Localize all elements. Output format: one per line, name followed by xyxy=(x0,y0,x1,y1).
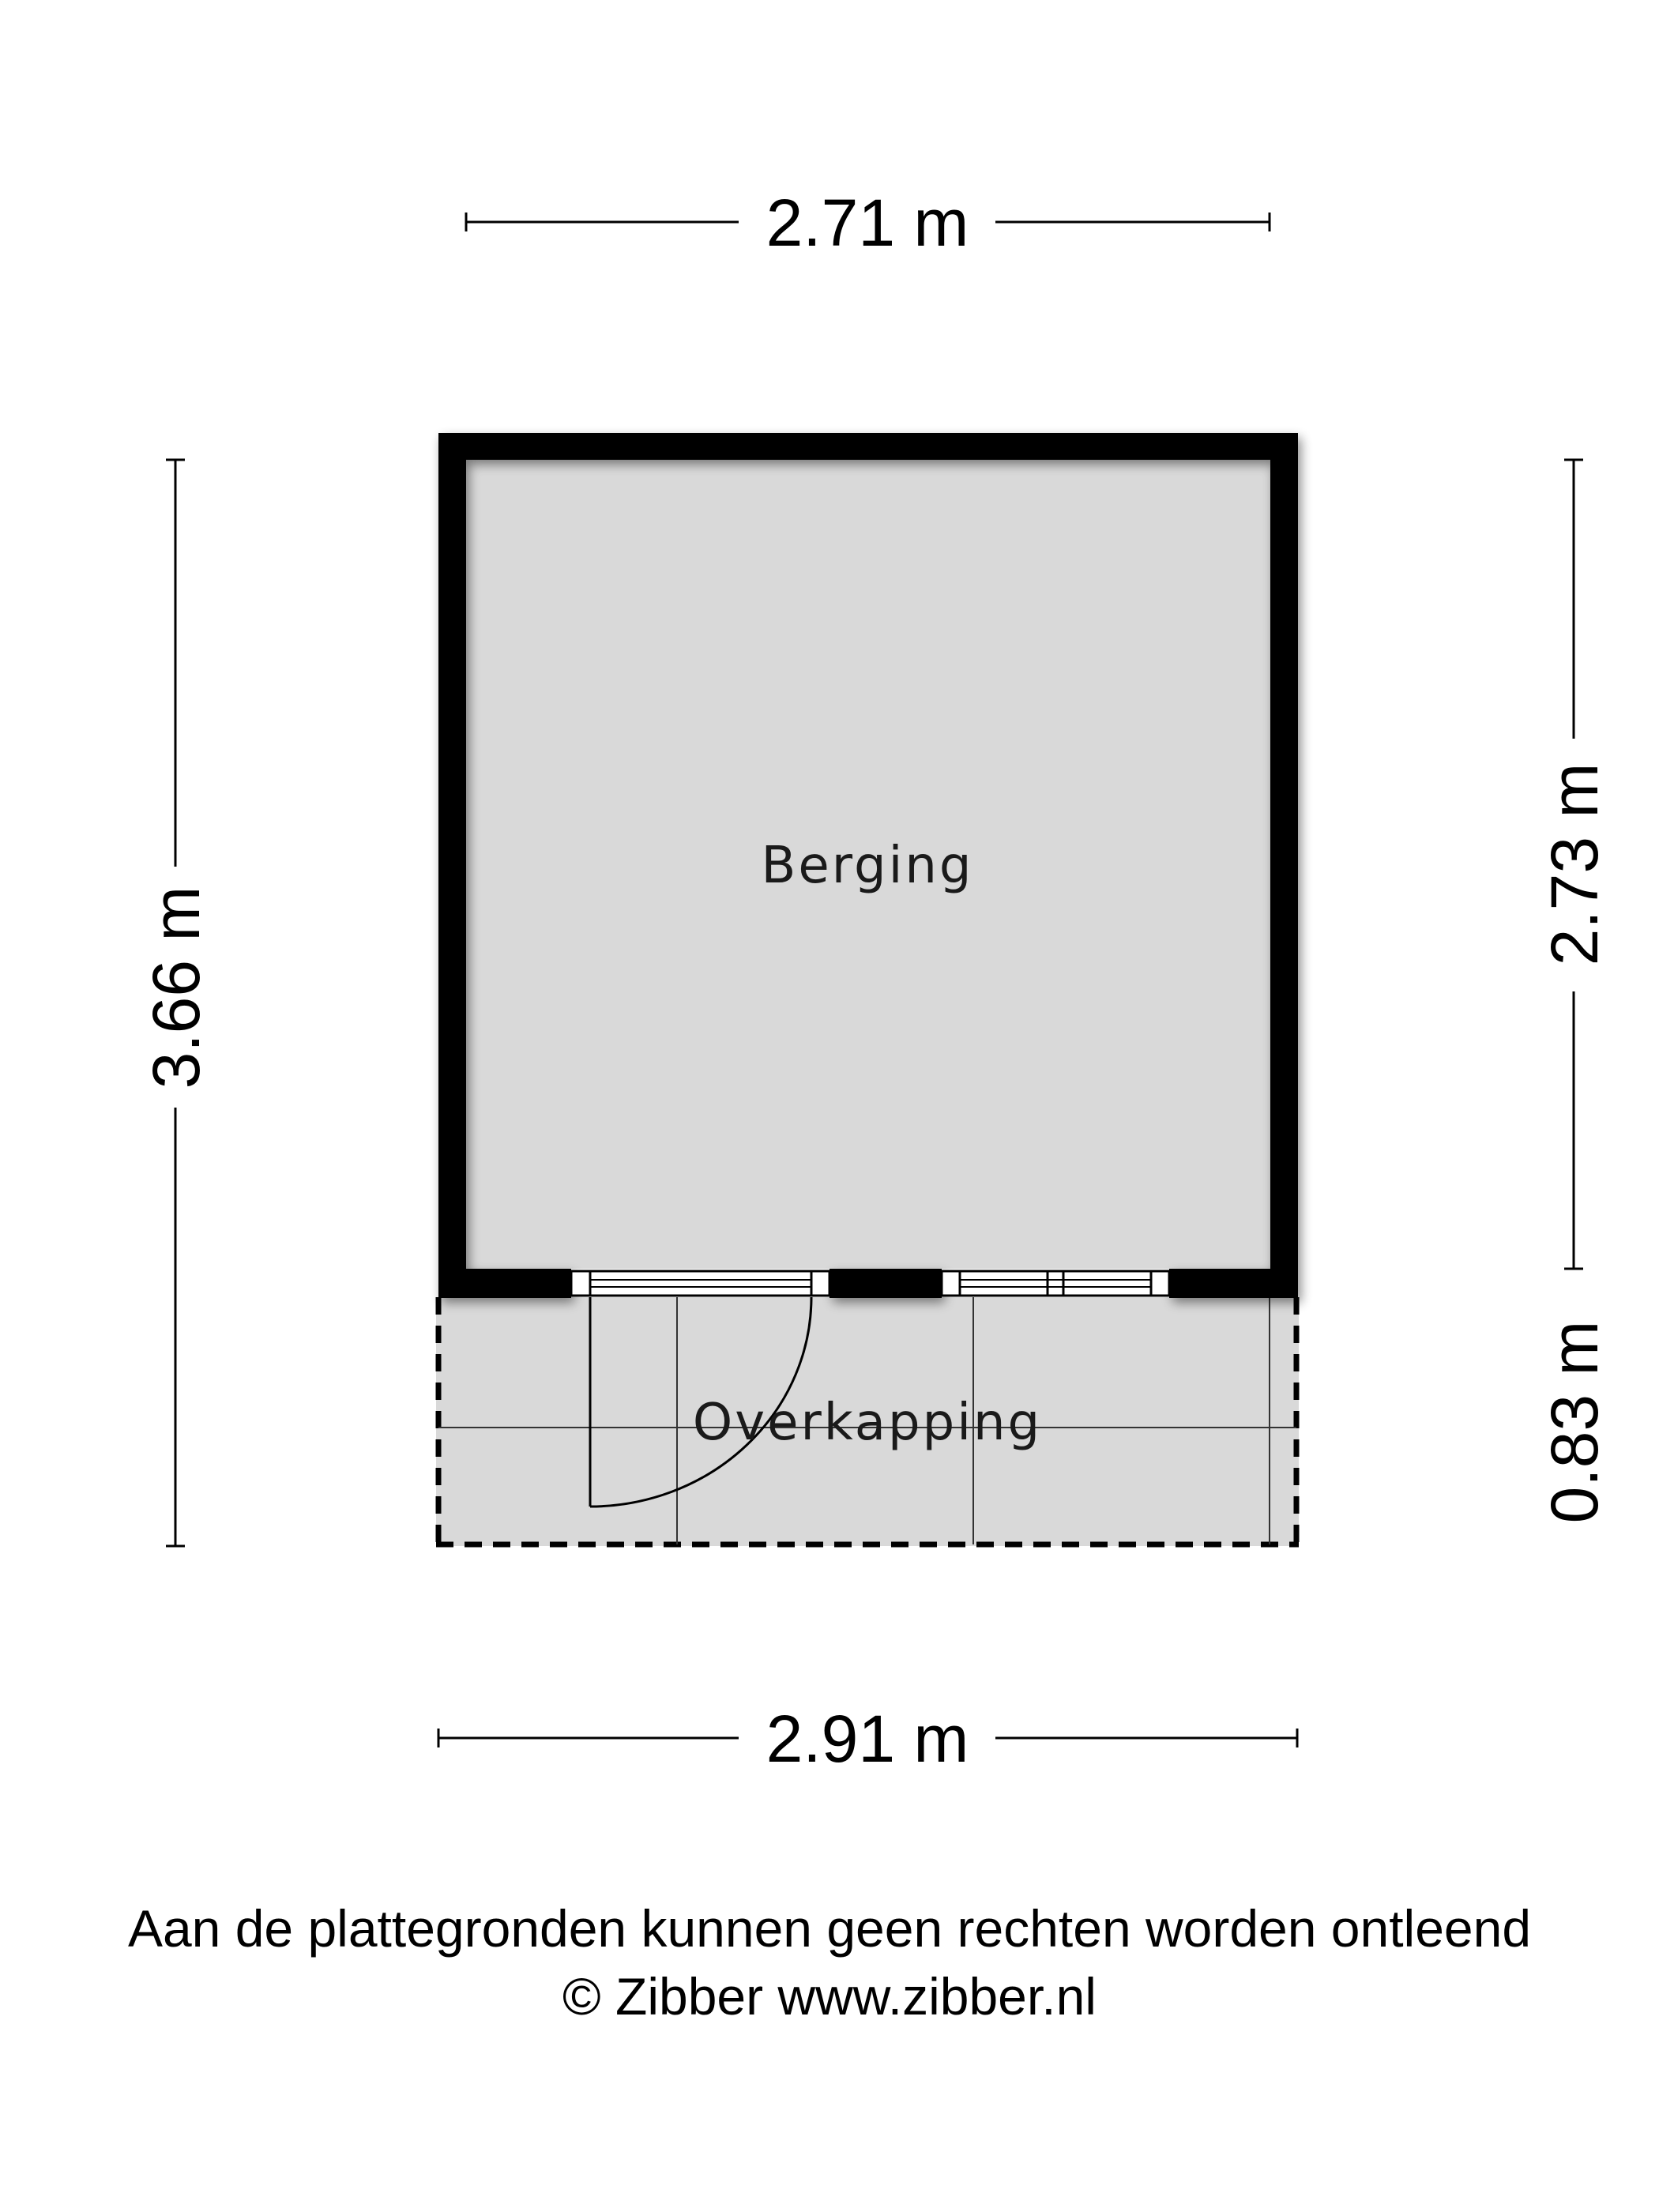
dimension-label-right-room: 2.73 m xyxy=(1537,763,1612,966)
dimension-line-left xyxy=(166,458,185,1548)
room-label-overkapping: Overkapping xyxy=(693,1394,1042,1452)
dimension-label-top: 2.71 m xyxy=(766,186,969,260)
copyright-text: © Zibber www.zibber.nl xyxy=(562,1967,1097,2026)
canopy-structure-lines xyxy=(438,1297,1296,1544)
dimension-line-top xyxy=(465,213,1271,231)
disclaimer-text: Aan de plattegronden kunnen geen rechten… xyxy=(127,1899,1532,1958)
canopy-floor xyxy=(436,1297,1299,1546)
dimension-label-right-canopy: 0.83 m xyxy=(1537,1321,1612,1524)
walls xyxy=(438,433,1298,1298)
window xyxy=(940,1270,1171,1297)
dimension-line-right xyxy=(1564,458,1583,1270)
canopy-outline xyxy=(435,1297,1300,1548)
door-swing xyxy=(589,1296,813,1508)
storage-floor xyxy=(466,460,1272,1269)
dimension-line-bottom xyxy=(437,1729,1299,1747)
door-frame xyxy=(570,1270,831,1297)
dimension-label-bottom: 2.91 m xyxy=(766,1702,969,1776)
dimension-label-left: 3.66 m xyxy=(139,886,213,1089)
room-label-berging: Berging xyxy=(761,837,973,895)
